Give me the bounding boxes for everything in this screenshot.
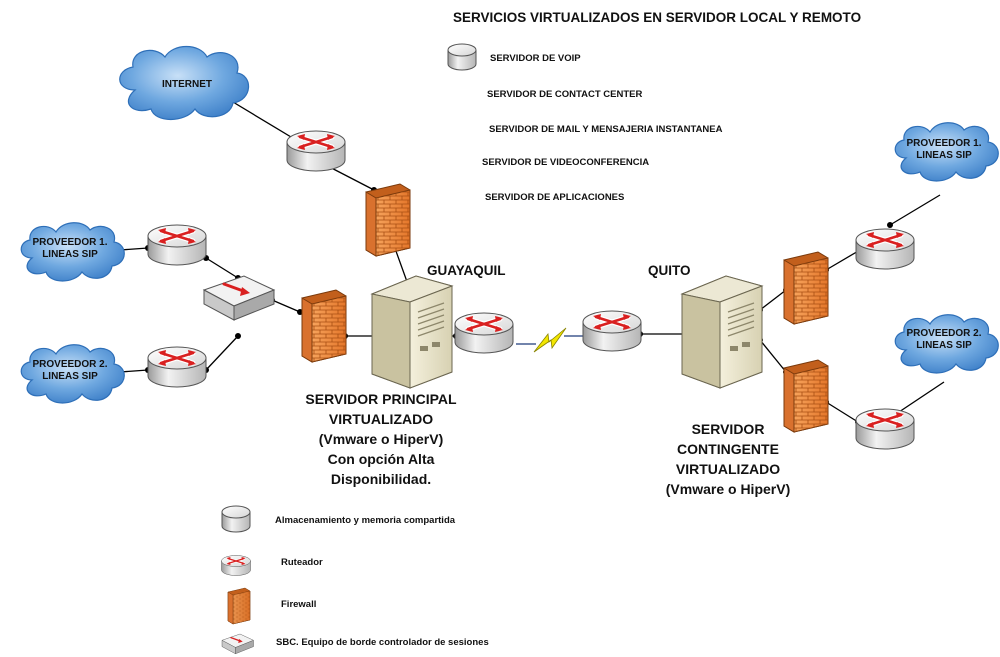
legend-firewall-label: Firewall	[281, 599, 317, 610]
router-icon	[455, 313, 513, 353]
link-backup-firewall2	[759, 339, 787, 373]
cloud-label-internet: INTERNET	[162, 79, 212, 90]
service-mail: SERVIDOR DE MAIL Y MENSAJERIA INSTANTANE…	[489, 124, 723, 135]
cloud-right-provider2	[894, 314, 999, 374]
cloud-left-provider2	[20, 344, 125, 404]
storage-cylinder-icon	[447, 43, 477, 71]
router-icon	[856, 229, 914, 269]
link-fw2-router	[825, 401, 859, 423]
link-router-rp1	[889, 194, 941, 226]
backup-server-caption: SERVIDOR CONTINGENTE VIRTUALIZADO (Vmwar…	[665, 421, 791, 497]
legend-sbc-label: SBC. Equipo de borde controlador de sesi…	[276, 637, 489, 648]
cloud-right-provider1	[894, 122, 999, 182]
storage-cylinder-icon	[221, 505, 251, 533]
legend-router-label: Ruteador	[281, 557, 323, 568]
legend-storage-label: Almacenamiento y memoria compartida	[275, 515, 456, 526]
cloud-label-left-provider1: PROVEEDOR 1.LINEAS SIP	[32, 237, 108, 260]
cloud-icon	[894, 122, 999, 182]
site-label-quito: QUITO	[648, 263, 691, 278]
firewall-icon	[783, 251, 829, 325]
link-lp1-router	[119, 247, 149, 251]
lightning-link-icon	[533, 327, 567, 353]
cloud-label-left-provider2: PROVEEDOR 2.LINEAS SIP	[32, 359, 108, 382]
router-icon	[583, 311, 641, 351]
network-links	[119, 89, 945, 423]
link-endpoints	[145, 87, 893, 425]
cloud-icon	[894, 314, 999, 374]
firewall-icon	[301, 289, 347, 363]
router-icon	[856, 409, 914, 449]
service-voip: SERVIDOR DE VOIP	[490, 53, 581, 64]
router-icon	[148, 225, 206, 265]
router-icon	[287, 131, 345, 171]
main-server-caption: SERVIDOR PRINCIPAL VIRTUALIZADO (Vmware …	[305, 391, 457, 487]
service-contact-center: SERVIDOR DE CONTACT CENTER	[487, 89, 643, 100]
sbc-switch-icon	[202, 274, 276, 322]
wan-link	[516, 327, 584, 353]
cloud-icon	[20, 222, 125, 282]
link-lp2-router	[119, 369, 149, 373]
firewall-icon	[365, 183, 411, 257]
cloud-label-right-provider2: PROVEEDOR 2.LINEAS SIP	[906, 328, 982, 351]
server-tower-icon	[681, 275, 763, 389]
cloud-internet	[119, 45, 250, 121]
link-router1-sbc	[205, 257, 239, 279]
link-backup-firewall1	[759, 289, 787, 311]
server-tower-icon	[371, 275, 453, 389]
router-icon	[220, 554, 252, 577]
cloud-left-provider1	[20, 222, 125, 282]
link-fw1-router	[825, 249, 861, 271]
cloud-icon	[119, 45, 250, 121]
link-router2-sbc	[205, 335, 239, 371]
diagram-title: SERVICIOS VIRTUALIZADOS EN SERVIDOR LOCA…	[453, 10, 862, 25]
service-videoconference: SERVIDOR DE VIDEOCONFERENCIA	[482, 157, 650, 168]
cloud-icon	[20, 344, 125, 404]
link-sbc-firewall	[271, 299, 301, 313]
firewall-icon	[227, 587, 251, 625]
cloud-label-right-provider1: PROVEEDOR 1.LINEAS SIP	[906, 138, 982, 161]
router-icon	[148, 347, 206, 387]
site-label-guayaquil: GUAYAQUIL	[427, 263, 506, 278]
sbc-switch-icon	[221, 633, 255, 655]
service-applications: SERVIDOR DE APLICACIONES	[485, 192, 625, 203]
